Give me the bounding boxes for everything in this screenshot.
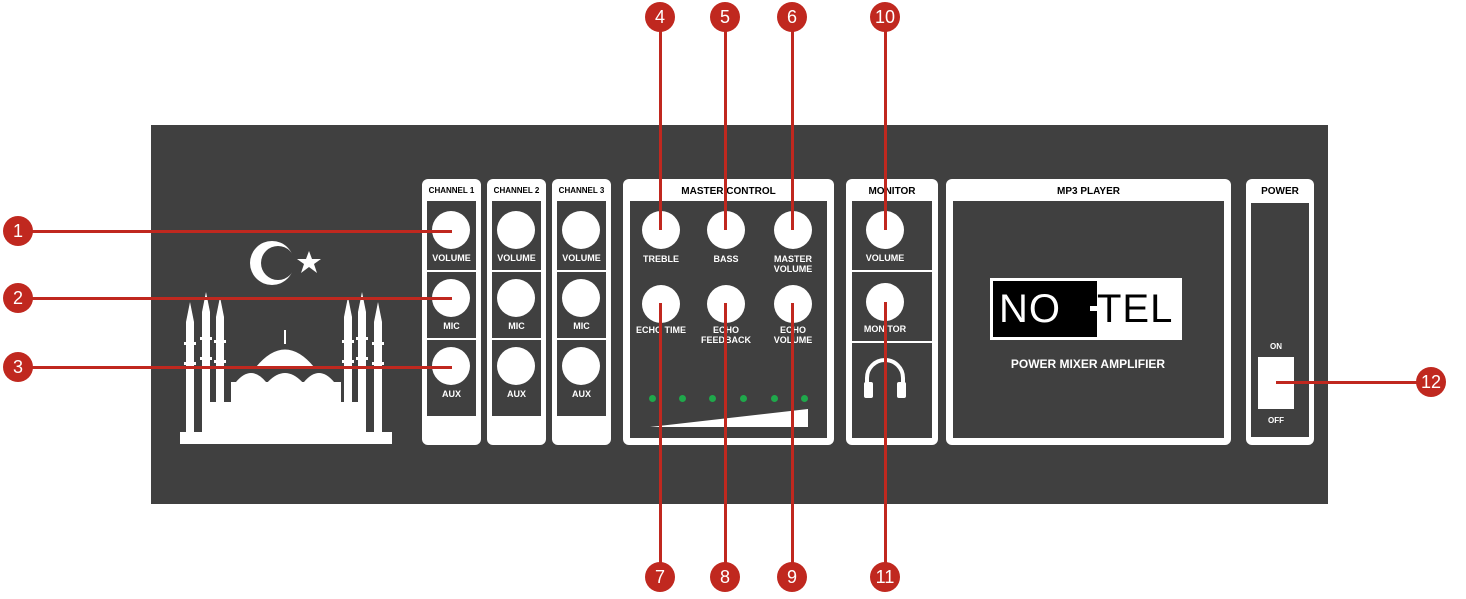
callout-badge-3: 3 <box>3 352 33 382</box>
callout-badge-4: 4 <box>645 2 675 32</box>
callout-badge-6: 6 <box>777 2 807 32</box>
channel-1-aux-label: AUX <box>441 389 461 399</box>
callout-line-11 <box>884 302 887 579</box>
channel-2-divider <box>492 338 541 340</box>
callout-badge-2: 2 <box>3 283 33 313</box>
monitor-volume-label: VOLUME <box>865 253 905 263</box>
master-volume-label: MASTER VOLUME <box>773 254 813 274</box>
channel-2-mic-knob[interactable] <box>497 279 535 317</box>
treble-label: TREBLE <box>643 254 679 264</box>
channel-3-aux-label: AUX <box>571 389 591 399</box>
callout-line-2 <box>24 297 452 300</box>
callout-line-4 <box>659 16 662 230</box>
monitor-title: MONITOR <box>868 186 916 197</box>
callout-badge-5: 5 <box>710 2 740 32</box>
channel-3-mic-knob[interactable] <box>562 279 600 317</box>
channel-1-volume-label: VOLUME <box>432 253 471 263</box>
callout-badge-1: 1 <box>3 216 33 246</box>
crescent-star-icon <box>250 241 321 285</box>
channel-2-volume-label: VOLUME <box>497 253 536 263</box>
logo-text-left: NO <box>999 287 1061 331</box>
monitor-divider <box>852 341 932 343</box>
callout-line-5 <box>724 16 727 230</box>
channel-1-mic-label: MIC <box>443 321 460 331</box>
level-led <box>771 395 778 402</box>
master-control-title: MASTER CONTROL <box>681 186 776 197</box>
product-subtitle: POWER MIXER AMPLIFIER <box>1010 357 1166 371</box>
callout-badge-12: 12 <box>1416 367 1446 397</box>
level-ramp-icon <box>650 409 808 427</box>
channel-2-divider <box>492 270 541 272</box>
logo-text-right: TEL <box>1097 287 1174 331</box>
power-off-label: OFF <box>1268 416 1284 425</box>
callout-badge-10: 10 <box>870 2 900 32</box>
brand-logo: NO TEL <box>990 278 1182 340</box>
channel-3-volume-label: VOLUME <box>562 253 601 263</box>
callout-line-12 <box>1276 381 1428 384</box>
power-title: POWER <box>1261 186 1299 197</box>
power-on-label: ON <box>1270 342 1282 351</box>
callout-badge-7: 7 <box>645 562 675 592</box>
channel-3-mic-label: MIC <box>573 321 590 331</box>
channel-1-divider <box>427 270 476 272</box>
level-led <box>649 395 656 402</box>
level-led <box>709 395 716 402</box>
channel-3-volume-knob[interactable] <box>562 211 600 249</box>
monitor-divider <box>852 270 932 272</box>
level-led <box>740 395 747 402</box>
callout-line-7 <box>659 303 662 579</box>
callout-line-6 <box>791 16 794 230</box>
callout-badge-9: 9 <box>777 562 807 592</box>
callout-badge-8: 8 <box>710 562 740 592</box>
callout-badge-11: 11 <box>870 562 900 592</box>
channel-3-title: CHANNEL 3 <box>558 186 605 195</box>
logo-hyphen <box>1090 306 1104 311</box>
level-led <box>801 395 808 402</box>
mp3-player-title: MP3 PLAYER <box>1057 186 1120 197</box>
channel-2-aux-label: AUX <box>506 389 526 399</box>
channel-2-aux-knob[interactable] <box>497 347 535 385</box>
callout-line-10 <box>884 16 887 230</box>
level-led <box>679 395 686 402</box>
bass-label: BASS <box>713 254 739 264</box>
mosque-silhouette-icon <box>180 292 392 444</box>
channel-2-volume-knob[interactable] <box>497 211 535 249</box>
channel-1-divider <box>427 338 476 340</box>
channel-2-mic-label: MIC <box>508 321 525 331</box>
callout-line-3 <box>24 366 452 369</box>
logo-dark-block: NO <box>993 281 1097 337</box>
channel-1-title: CHANNEL 1 <box>428 186 475 195</box>
callout-line-9 <box>791 303 794 579</box>
channel-3-divider <box>557 338 606 340</box>
channel-2-title: CHANNEL 2 <box>493 186 540 195</box>
callout-line-8 <box>724 303 727 579</box>
channel-3-aux-knob[interactable] <box>562 347 600 385</box>
callout-line-1 <box>24 230 452 233</box>
channel-3-divider <box>557 270 606 272</box>
